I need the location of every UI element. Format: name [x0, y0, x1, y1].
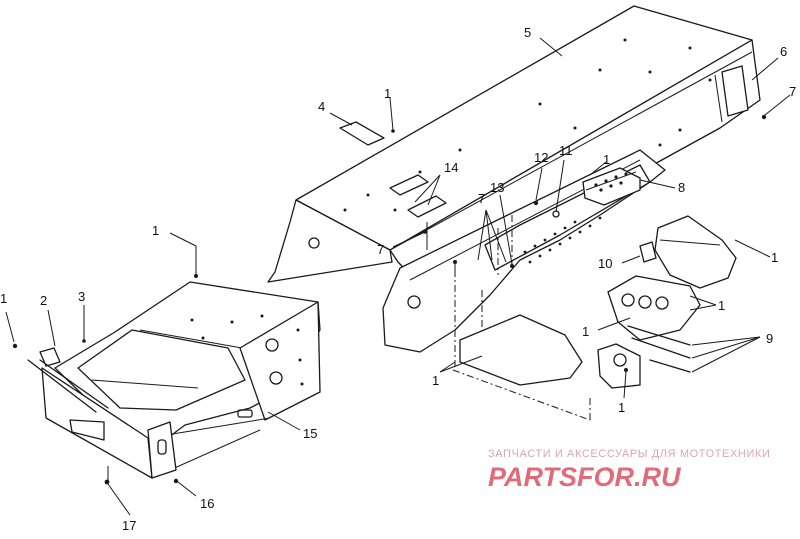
callout-6: 6	[780, 44, 787, 59]
callout-labels: 1 2 3 1 4 1 5 6 7 14 7 7 13 12 11 1 8 10…	[0, 25, 796, 533]
callout-7: 7	[377, 242, 384, 257]
mount-assembly	[597, 215, 737, 389]
callout-1: 1	[718, 298, 725, 313]
callout-1: 1	[771, 250, 778, 265]
callout-1: 1	[618, 400, 625, 415]
callout-1: 1	[384, 86, 391, 101]
callout-1: 1	[582, 324, 589, 339]
callout-1: 1	[0, 291, 7, 306]
callout-9: 9	[766, 331, 773, 346]
leader-lines	[5, 37, 791, 516]
callout-7: 7	[789, 84, 796, 99]
callout-10: 10	[598, 256, 612, 271]
callout-1: 1	[432, 373, 439, 388]
front-bulkhead-15	[27, 281, 321, 479]
callout-4: 4	[318, 99, 325, 114]
callout-11: 11	[559, 143, 573, 158]
callout-1: 1	[603, 152, 610, 167]
callout-14: 14	[444, 160, 458, 175]
callout-12: 12	[534, 150, 548, 165]
callout-2: 2	[40, 293, 47, 308]
callout-16: 16	[200, 496, 214, 511]
bracket-8	[582, 167, 641, 206]
watermark-brand: PARTSFOR.RU	[488, 462, 682, 492]
callout-7: 7	[478, 191, 485, 206]
callout-3: 3	[78, 289, 85, 304]
callout-13: 13	[490, 180, 504, 195]
callout-5: 5	[524, 25, 531, 40]
callout-17: 17	[122, 518, 136, 533]
callout-1: 1	[152, 223, 159, 238]
callout-8: 8	[678, 180, 685, 195]
watermark-tagline: ЗАПЧАСТИ И АКСЕССУАРЫ ДЛЯ МОТОТЕХНИКИ	[488, 448, 770, 460]
callout-15: 15	[303, 426, 317, 441]
watermark: ЗАПЧАСТИ И АКСЕССУАРЫ ДЛЯ МОТОТЕХНИКИ PA…	[488, 448, 770, 492]
